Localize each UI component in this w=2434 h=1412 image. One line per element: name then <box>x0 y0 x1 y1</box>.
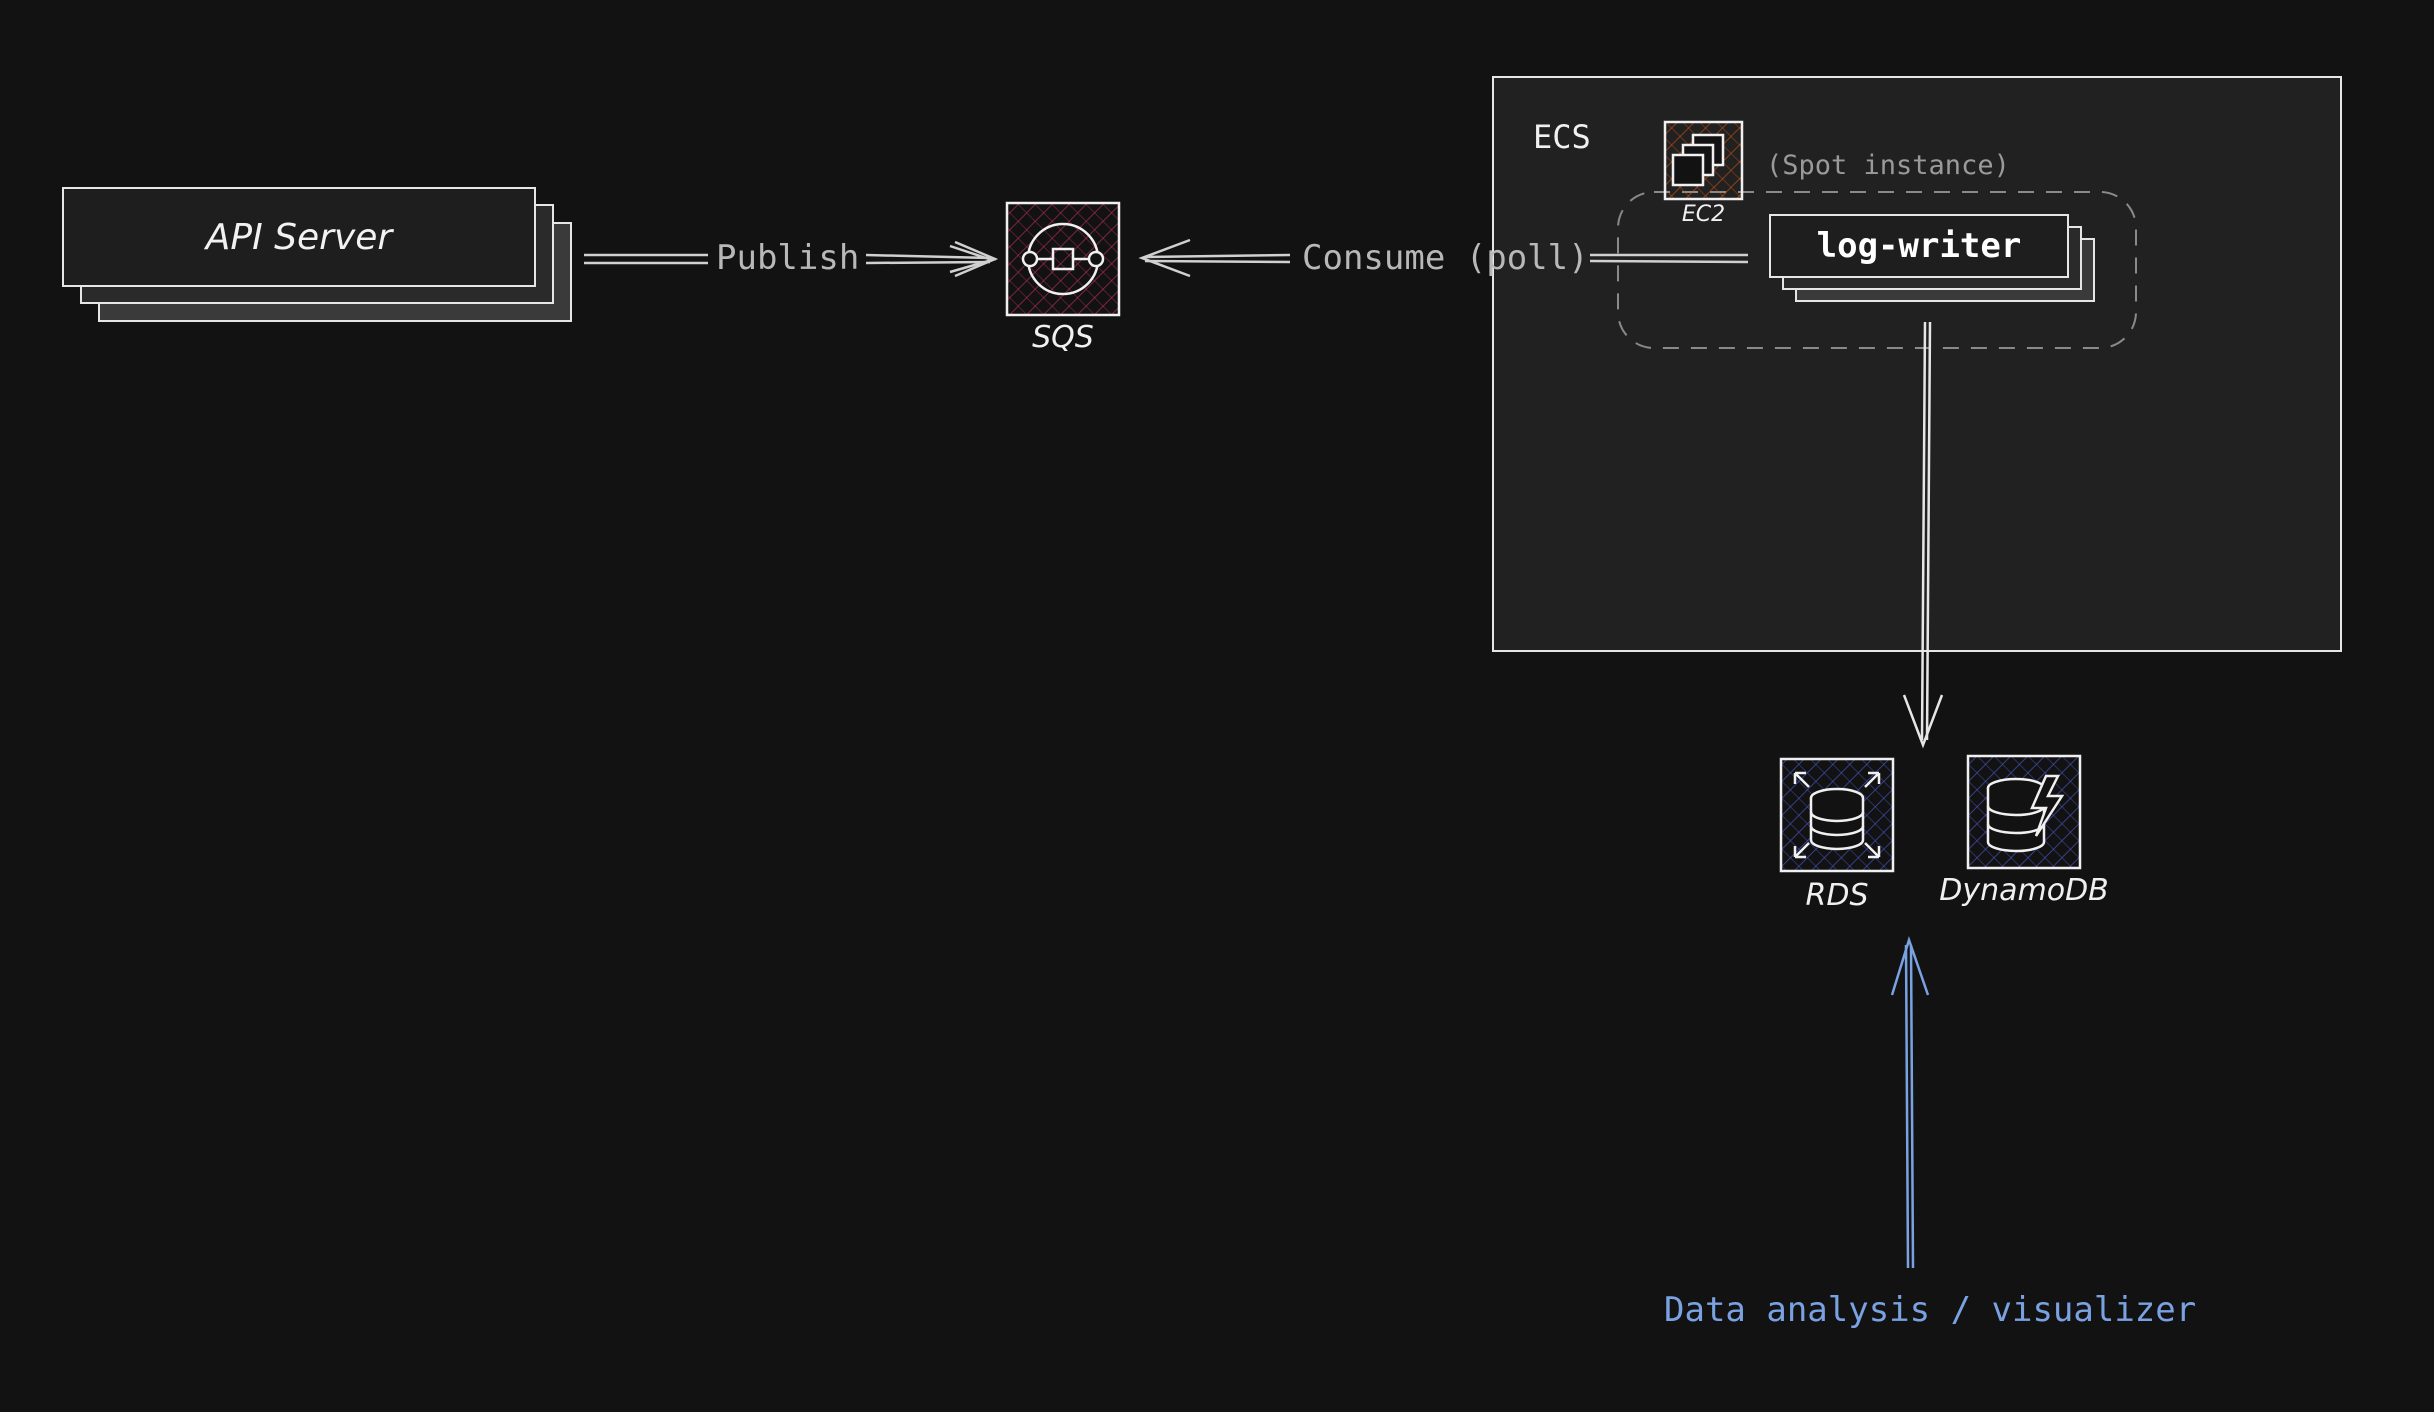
spot-instance-group <box>1617 191 2137 349</box>
publish-arrow <box>584 240 999 278</box>
ecs-title: ECS <box>1533 118 1591 156</box>
publish-label: Publish <box>712 238 864 278</box>
dynamodb-icon <box>1966 754 2082 870</box>
api-server-label: API Server <box>205 216 393 258</box>
consume-label: Consume (poll) <box>1302 238 1589 278</box>
write-arrow <box>1902 321 1944 749</box>
spot-instance-label: (Spot instance) <box>1766 150 2010 181</box>
log-writer-label: log-writer <box>1816 226 2022 266</box>
ec2-icon <box>1663 120 1744 201</box>
consume-arrow <box>1138 238 1749 278</box>
ecs-container <box>1492 76 2342 652</box>
ec2-label: EC2 <box>1681 202 1726 227</box>
analysis-arrow <box>1890 935 1930 1269</box>
log-writer-box <box>1769 214 2069 278</box>
analysis-label: Data analysis / visualizer <box>1664 1290 2197 1330</box>
rds-label: RDS <box>1805 878 1869 913</box>
sqs-icon <box>1005 201 1121 317</box>
sqs-label: SQS <box>1032 320 1094 355</box>
dynamodb-label: DynamoDB <box>1939 873 2109 908</box>
rds-icon <box>1779 757 1895 873</box>
api-server-box <box>62 187 536 287</box>
